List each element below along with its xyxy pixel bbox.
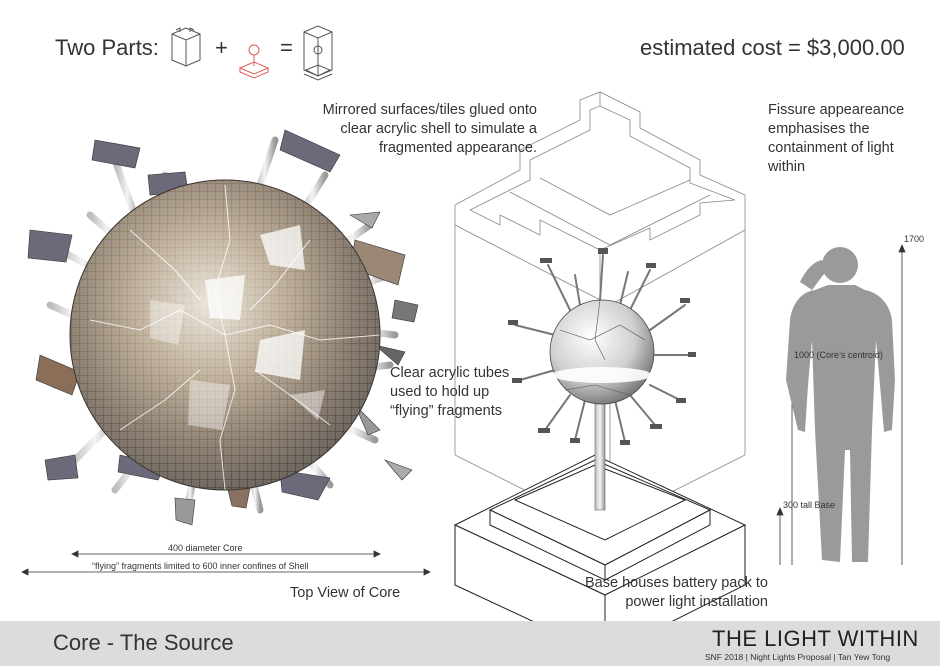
- section-title: Core - The Source: [53, 630, 234, 655]
- dim-height-1000: 1000 (Core’s centroid): [794, 350, 883, 360]
- note-fissure: Fissure appeareance emphasises the conta…: [768, 102, 905, 175]
- top-view-caption: Top View of Core: [290, 585, 401, 601]
- footer-bar: Core - The Source THE LIGHT WITHIN SNF 2…: [0, 621, 940, 666]
- dim-height-300: 300 tall Base: [783, 500, 836, 510]
- dim-height-1700: 1700: [904, 234, 925, 244]
- equals-sign: =: [280, 35, 293, 60]
- base-part-icon: [238, 44, 270, 79]
- shell-part-icon: [171, 27, 201, 67]
- dim-fragment-limit: “flying” fragments limited to 600 inner …: [92, 561, 309, 571]
- dim-core-diameter: 400 diameter Core: [168, 543, 243, 553]
- credits: SNF 2018 | Night Lights Proposal | Tan Y…: [705, 652, 891, 662]
- plus-sign: +: [215, 35, 228, 60]
- project-title: THE LIGHT WITHIN: [712, 626, 919, 651]
- dimension-lines: [21, 550, 431, 576]
- core-perspective: [508, 248, 696, 445]
- estimated-cost: estimated cost = $3,000.00: [640, 35, 905, 60]
- note-acrylic-tubes: Clear acrylic tubes used to hold up “fly…: [390, 365, 510, 419]
- two-parts-label: Two Parts:: [55, 35, 159, 60]
- core-top-view: [27, 129, 419, 526]
- note-base-battery: Base houses battery pack to power light …: [585, 575, 768, 610]
- support-stem: [594, 394, 606, 511]
- assembled-icon: [303, 25, 333, 81]
- note-mirrored-surfaces: Mirrored surfaces/tiles glued onto clear…: [322, 102, 537, 156]
- human-silhouette: [786, 247, 895, 562]
